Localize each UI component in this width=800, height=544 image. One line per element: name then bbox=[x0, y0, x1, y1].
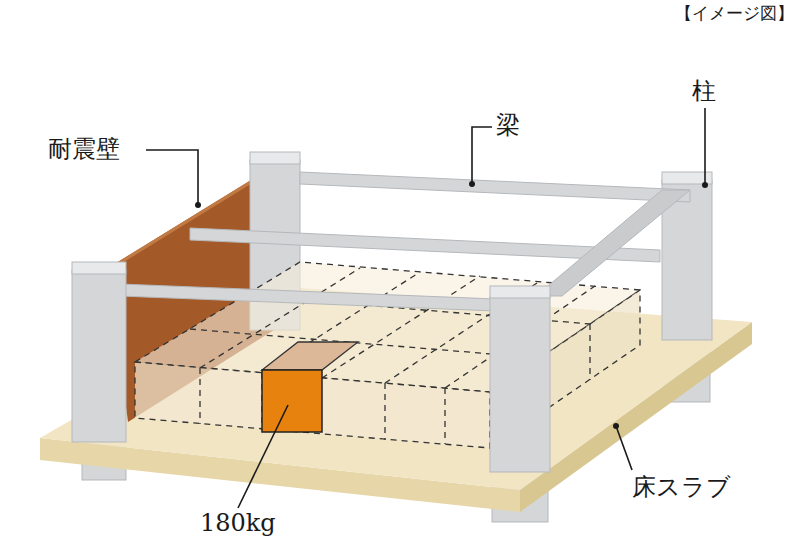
column bbox=[72, 270, 126, 442]
part-label: 柱 bbox=[692, 78, 716, 106]
beam bbox=[300, 172, 690, 202]
part-label: 梁 bbox=[496, 112, 520, 140]
weight-label: 180kg bbox=[200, 510, 276, 538]
part-label: 耐震壁 bbox=[48, 136, 120, 164]
leader-lines bbox=[146, 108, 705, 508]
leader-dot bbox=[195, 202, 201, 208]
load-cube-top bbox=[262, 342, 358, 370]
beam bbox=[536, 190, 690, 296]
beam bbox=[120, 284, 520, 312]
column-top bbox=[72, 262, 126, 274]
column bbox=[490, 296, 550, 472]
image-note: 【イメージ図】 bbox=[675, 4, 794, 24]
leader-dot bbox=[469, 181, 475, 187]
leader-dot bbox=[702, 182, 708, 188]
part-label: 床スラブ bbox=[632, 474, 731, 502]
leader-dot bbox=[613, 423, 619, 429]
column-top bbox=[490, 286, 550, 298]
load-cube bbox=[262, 370, 322, 432]
column-top bbox=[250, 152, 300, 164]
